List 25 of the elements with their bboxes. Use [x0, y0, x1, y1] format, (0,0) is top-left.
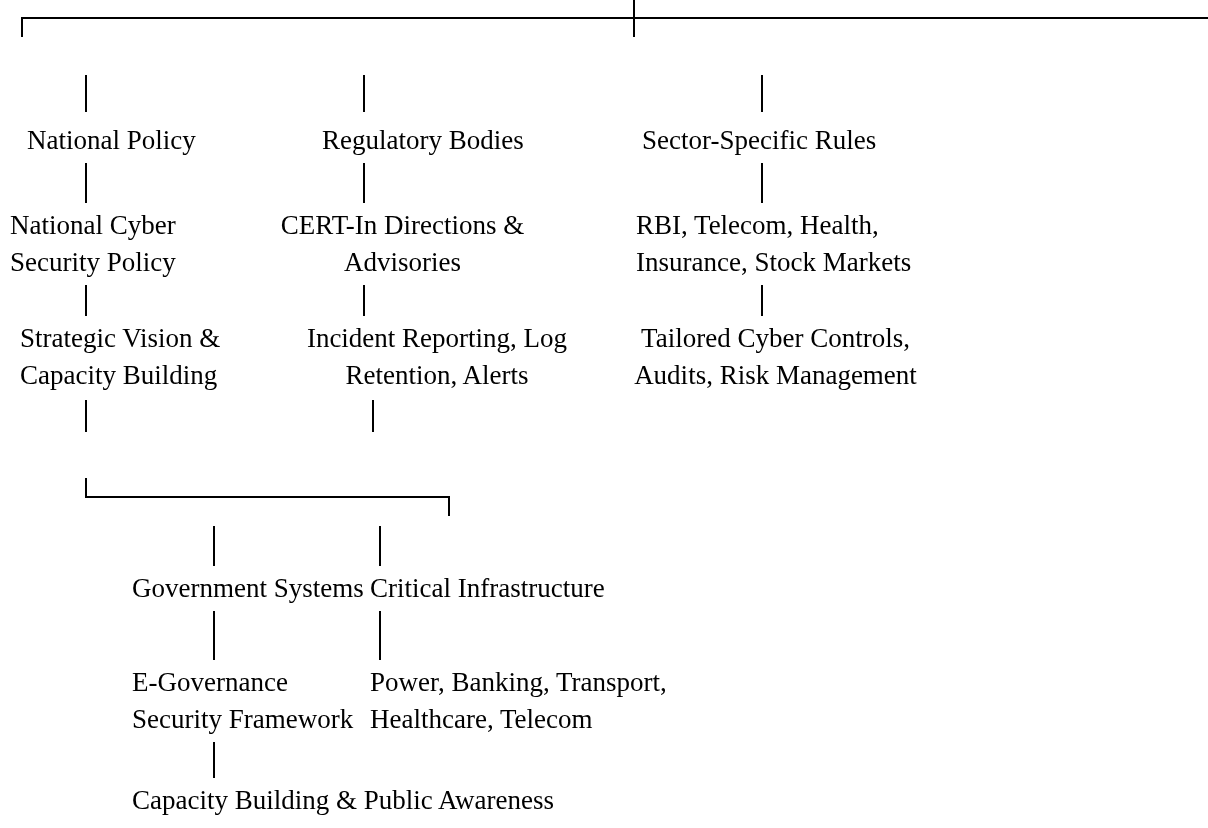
- node-label: Tailored Cyber Controls, Audits, Risk Management: [633, 322, 918, 392]
- node-label: Sector-Specific Rules: [642, 124, 878, 157]
- node-label: Strategic Vision & Capacity Building: [20, 322, 222, 392]
- connector-line: [213, 525, 215, 567]
- node-label: Power, Banking, Transport, Healthcare, Telecom: [370, 666, 668, 736]
- connector-line: [85, 284, 87, 317]
- node-label: National Policy: [27, 124, 197, 157]
- connector-line: [363, 284, 365, 317]
- node-label: Critical Infrastructure: [370, 572, 606, 605]
- connector-line: [213, 610, 215, 661]
- connector-line: [761, 162, 763, 204]
- node-label: Regulatory Bodies: [322, 124, 525, 157]
- connector-line: [379, 525, 381, 567]
- node-label: RBI, Telecom, Health, Insurance, Stock Markets: [636, 209, 913, 279]
- connector-line: [379, 610, 381, 661]
- connector-line: [363, 162, 365, 204]
- node-label: E-Governance Security Framework: [132, 666, 355, 736]
- node-label: CERT-In Directions & Advisories: [280, 209, 525, 279]
- connector-line: [213, 741, 215, 779]
- node-label: Government Systems: [132, 572, 365, 605]
- connector-line: [85, 162, 87, 204]
- node-label: Capacity Building & Public Awareness: [132, 784, 555, 817]
- node-label: Incident Reporting, Log Retention, Alerts: [306, 322, 568, 392]
- connector-line: [761, 284, 763, 317]
- node-label: National Cyber Security Policy: [10, 209, 177, 279]
